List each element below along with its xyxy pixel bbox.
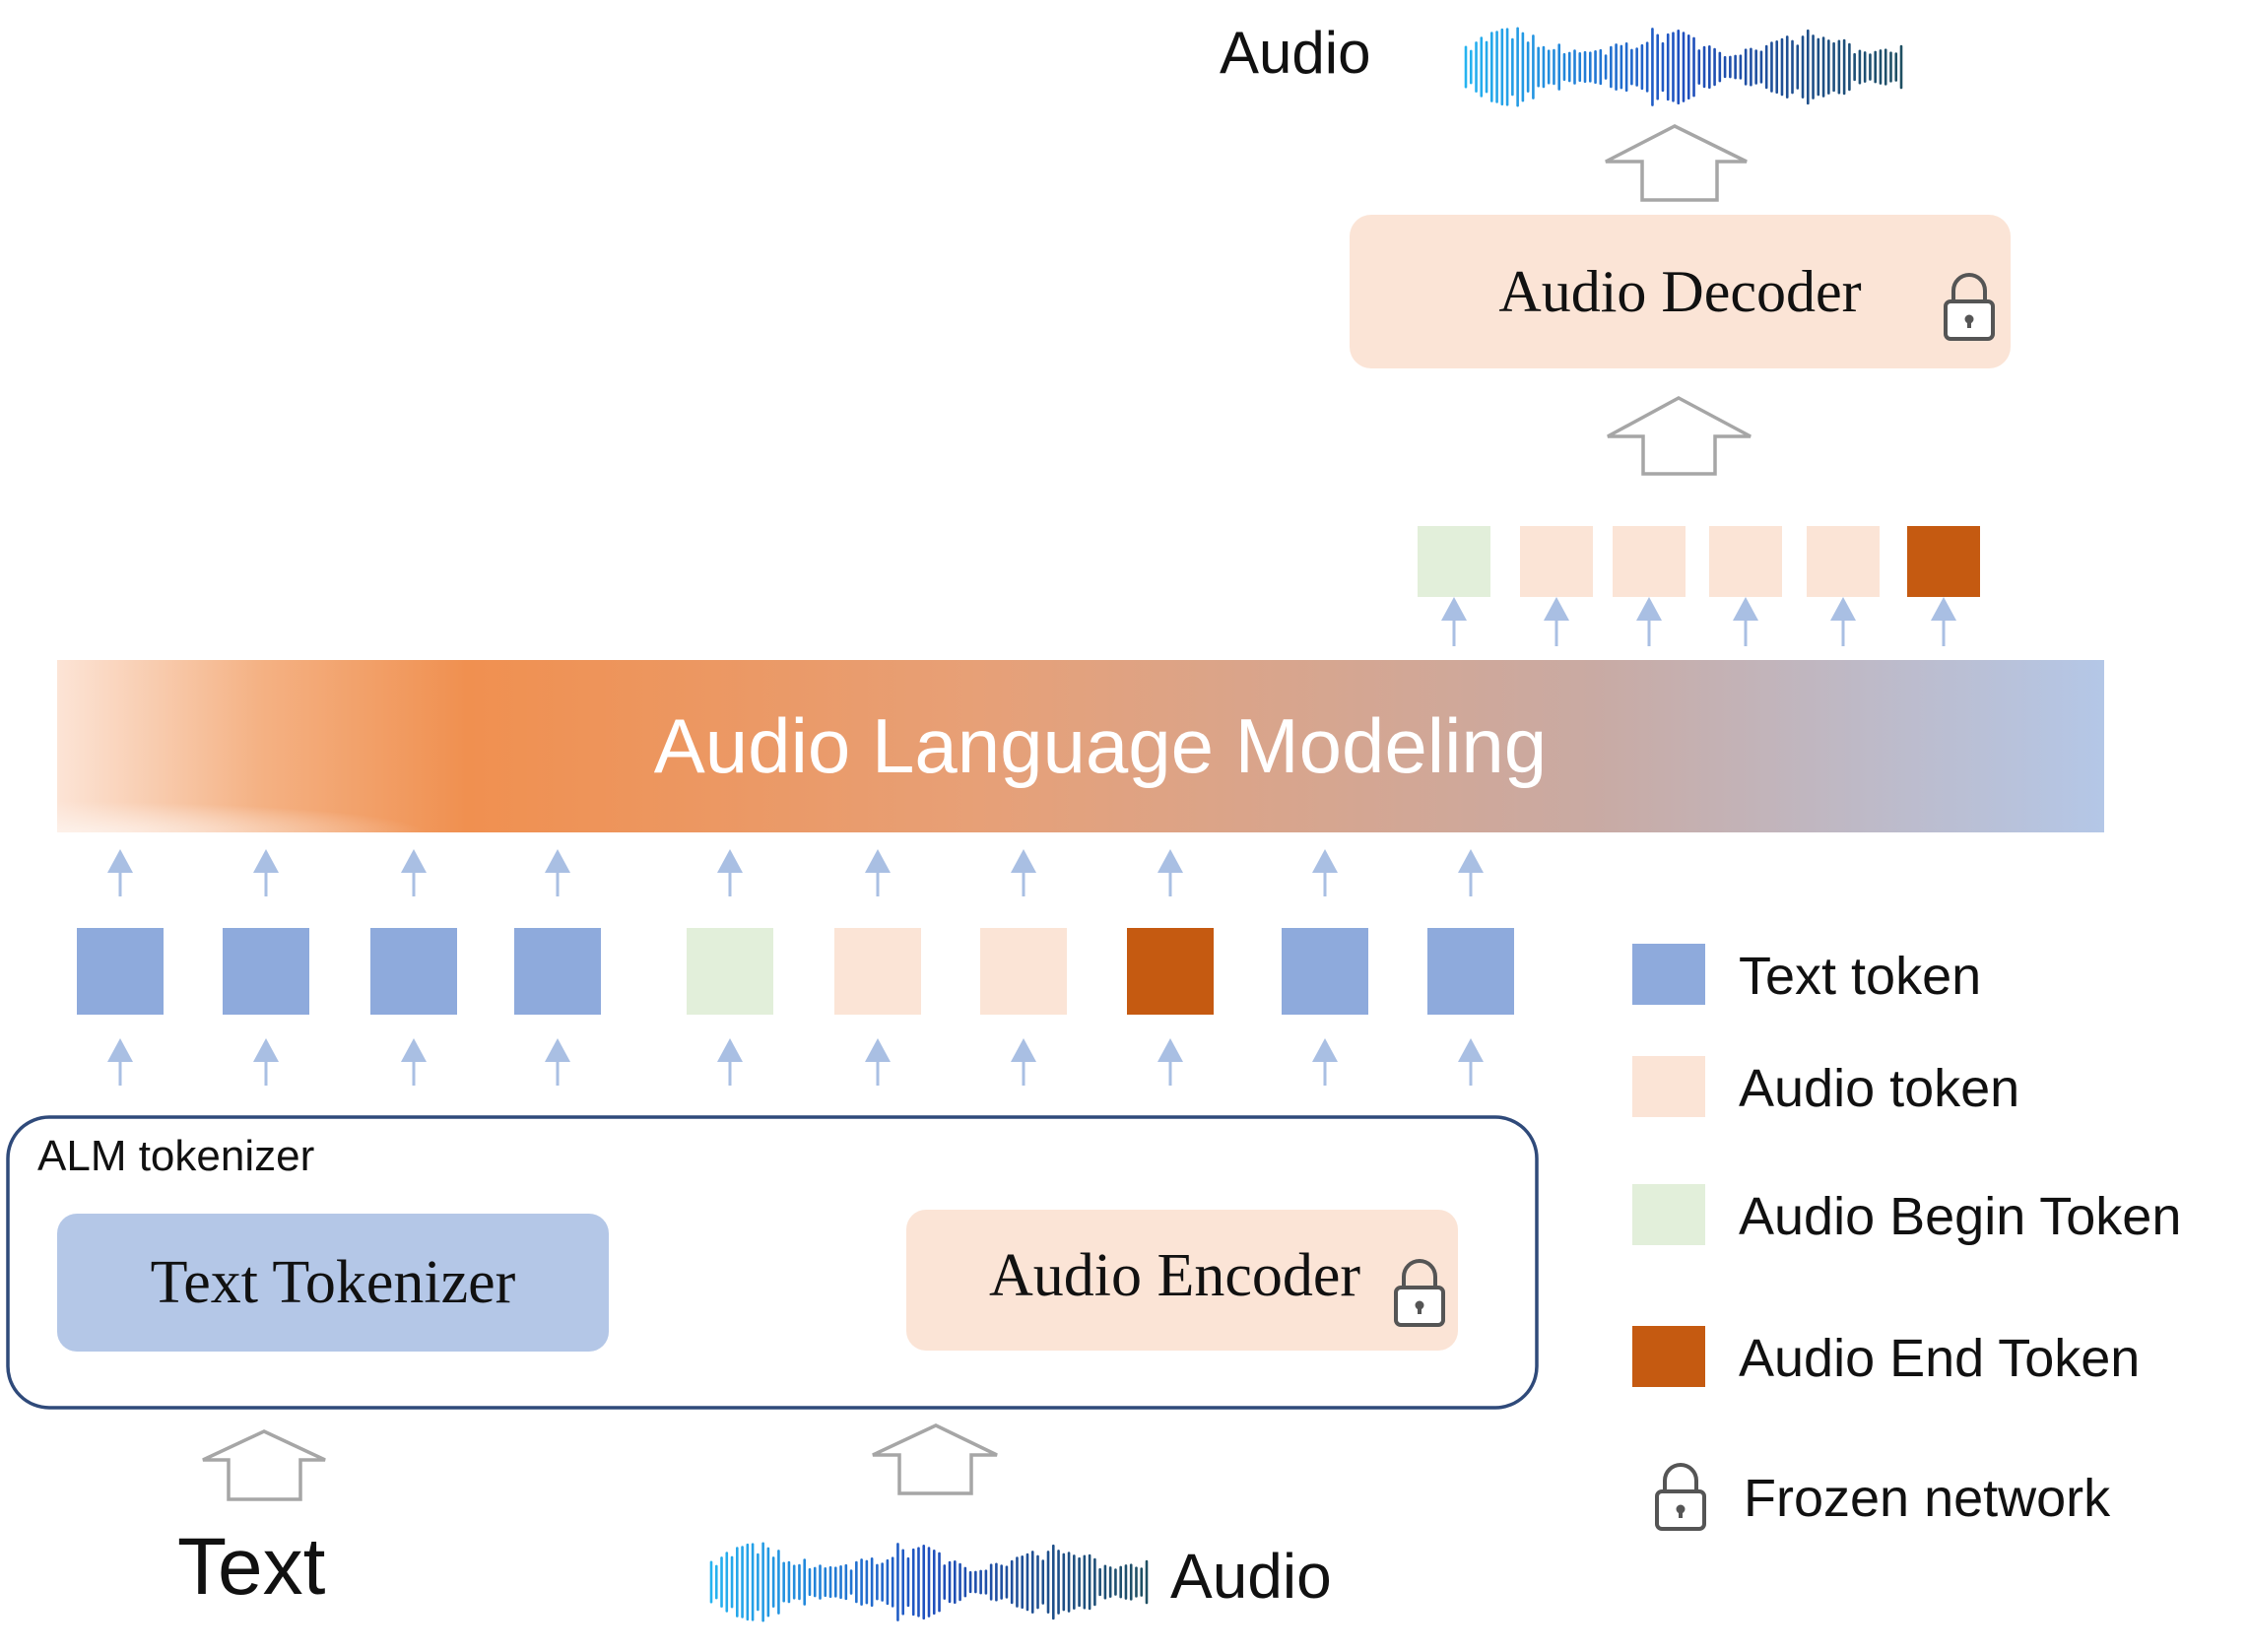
audio-decoder-label: Audio Decoder <box>1498 258 1862 324</box>
alm-tokenizer-title: ALM tokenizer <box>37 1132 315 1180</box>
input-token-text <box>514 928 601 1015</box>
input-token-audio <box>834 928 921 1015</box>
input-text-label: Text <box>177 1522 326 1612</box>
small-up-arrow <box>717 1038 743 1086</box>
input-audio-label: Audio <box>1170 1541 1332 1612</box>
small-up-arrow <box>1011 1038 1036 1086</box>
small-up-arrow <box>1312 1038 1338 1086</box>
audio-encoder-label: Audio Encoder <box>989 1242 1361 1309</box>
small-up-arrow <box>1011 849 1036 896</box>
input-token-audio-begin <box>687 928 773 1015</box>
hollow-arrow-decoder-out <box>1605 124 1748 202</box>
input-token-text <box>1427 928 1514 1015</box>
small-up-arrow <box>1458 1038 1484 1086</box>
legend-swatch-text <box>1632 944 1705 1005</box>
lock-icon <box>1944 273 1995 341</box>
output-token-audio <box>1613 526 1686 597</box>
legend-swatch-audio-end <box>1632 1326 1705 1387</box>
legend-label-audio: Audio token <box>1739 1059 2020 1118</box>
legend-label-text: Text token <box>1739 947 1982 1006</box>
input-token-text <box>77 928 164 1015</box>
small-up-arrow <box>401 849 427 896</box>
alm-tokenizer-container <box>6 1115 1539 1410</box>
output-token-audio <box>1807 526 1880 597</box>
audio-decoder-box <box>1350 215 2011 368</box>
small-up-arrow <box>401 1038 427 1086</box>
small-up-arrow <box>1441 597 1467 646</box>
audio-encoder-box <box>906 1210 1458 1351</box>
alm-block-highlight <box>57 660 2104 832</box>
hollow-arrow-audio-in <box>872 1423 998 1495</box>
small-up-arrow <box>1931 597 1956 646</box>
text-tokenizer-box <box>57 1214 609 1352</box>
small-up-arrow <box>717 849 743 896</box>
small-up-arrow <box>545 1038 570 1086</box>
legend-swatch-audio <box>1632 1056 1705 1117</box>
output-audio-label: Audio <box>1220 20 1371 86</box>
legend-label-audio-end: Audio End Token <box>1739 1329 2141 1388</box>
small-up-arrow <box>107 1038 133 1086</box>
small-up-arrow <box>1157 1038 1183 1086</box>
input-audio-waveform <box>709 1542 1149 1622</box>
small-up-arrow <box>1157 849 1183 896</box>
output-audio-waveform <box>1464 27 1903 107</box>
small-up-arrow <box>1312 849 1338 896</box>
output-token-audio <box>1520 526 1593 597</box>
input-token-text <box>370 928 457 1015</box>
small-up-arrow <box>1636 597 1662 646</box>
input-token-text <box>223 928 309 1015</box>
output-token-audio <box>1709 526 1782 597</box>
small-up-arrow <box>1830 597 1856 646</box>
small-up-arrow <box>1733 597 1758 646</box>
small-up-arrow <box>545 849 570 896</box>
hollow-arrow-decoder-in <box>1607 396 1752 476</box>
alm-block-label: Audio Language Modeling <box>653 702 1548 789</box>
input-token-audio-end <box>1127 928 1214 1015</box>
input-token-audio <box>980 928 1067 1015</box>
small-up-arrow <box>865 1038 891 1086</box>
small-up-arrow <box>865 849 891 896</box>
legend-swatch-audio-begin <box>1632 1184 1705 1245</box>
lock-icon <box>1394 1259 1445 1327</box>
input-token-text <box>1282 928 1368 1015</box>
legend-label-audio-begin: Audio Begin Token <box>1739 1187 2182 1246</box>
legend-label-lock: Frozen network <box>1744 1469 2111 1528</box>
small-up-arrow <box>253 849 279 896</box>
text-tokenizer-label: Text Tokenizer <box>150 1248 516 1316</box>
hollow-arrow-text-in <box>202 1429 326 1501</box>
small-up-arrow <box>1458 849 1484 896</box>
small-up-arrow <box>1544 597 1569 646</box>
small-up-arrow <box>253 1038 279 1086</box>
output-token-audio-begin <box>1418 526 1490 597</box>
output-token-audio-end <box>1907 526 1980 597</box>
legend-lock-icon <box>1655 1463 1706 1531</box>
small-up-arrow <box>107 849 133 896</box>
